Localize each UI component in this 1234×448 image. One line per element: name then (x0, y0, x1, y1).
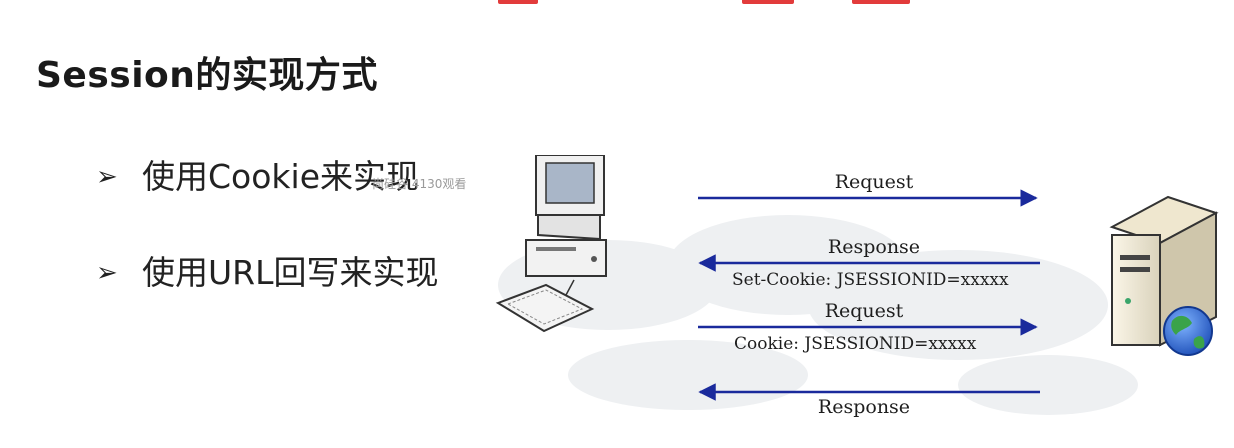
bullet-arrow-icon: ➢ (96, 162, 118, 192)
request-label-1: Request (835, 171, 914, 193)
response-arrow-2: Response (698, 383, 1040, 417)
watermark-text: 尚硅谷 4130观看 (372, 177, 467, 191)
request-arrow-1: Request (698, 171, 1038, 207)
bullet-text: 使用URL回写来实现 (142, 253, 439, 292)
session-cookie-diagram: Request Response Set-Cookie: JSESSIONID=… (495, 155, 1219, 417)
bullet-url-rewrite: ➢ 使用URL回写来实现 (96, 246, 438, 294)
bullet-text: 使用Cookie来实现 (142, 157, 420, 196)
slide-title: Session的实现方式 (36, 55, 378, 96)
bullet-arrow-icon: ➢ (96, 258, 118, 288)
world-map-background (498, 215, 1138, 415)
response-label-2: Response (818, 396, 910, 417)
request-arrow-2: Request Cookie: JSESSIONID=xxxxx (698, 300, 1038, 354)
set-cookie-text: Set-Cookie: JSESSIONID=xxxxx (732, 270, 1009, 290)
server-globe-icon (1109, 195, 1219, 356)
cookie-text: Cookie: JSESSIONID=xxxxx (734, 334, 977, 354)
bullet-cookie: ➢ 使用Cookie来实现 (96, 150, 419, 198)
request-label-2: Request (825, 300, 904, 322)
desktop-computer-icon (495, 155, 607, 333)
response-label-1: Response (828, 236, 920, 258)
response-arrow-1: Response Set-Cookie: JSESSIONID=xxxxx (698, 236, 1040, 290)
slide-top-title-fragment (0, 0, 1234, 10)
